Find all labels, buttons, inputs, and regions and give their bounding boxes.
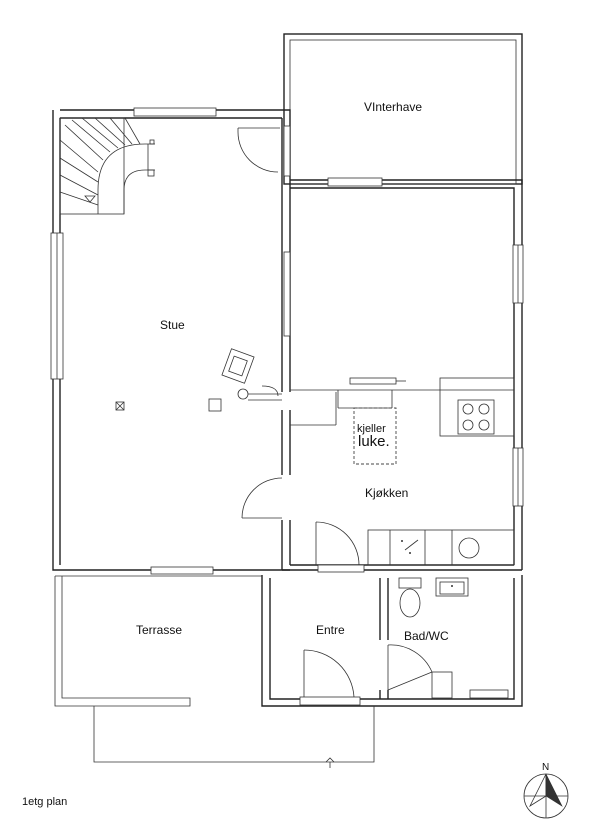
stove: [208, 348, 282, 412]
label-hatch-line2: luke.: [358, 433, 390, 450]
label-stue: Stue: [160, 318, 185, 332]
floor-marker: [115, 401, 125, 411]
plan-title: 1etg plan: [22, 796, 68, 808]
label-hatch-line1: kjeller: [357, 423, 386, 435]
cellar-hatch: [353, 407, 397, 465]
bathroom-fixtures: [398, 577, 469, 699]
label-entre: Entre: [316, 623, 345, 637]
staircase: [59, 117, 155, 215]
label-bad: Bad/WC: [404, 629, 449, 643]
north-label: N: [542, 762, 549, 773]
north-arrow: N: [523, 762, 569, 819]
outer-walls: [52, 109, 523, 707]
label-kjokken: Kjøkken: [365, 486, 408, 500]
label-terrasse: Terrasse: [136, 623, 182, 637]
terrasse-outline: [54, 575, 375, 763]
entrance-marker: [325, 757, 335, 768]
doors: [237, 127, 433, 698]
label-vinterhave: VInterhave: [364, 100, 422, 114]
kitchen-fixtures: [290, 377, 515, 566]
windows: [50, 107, 524, 706]
